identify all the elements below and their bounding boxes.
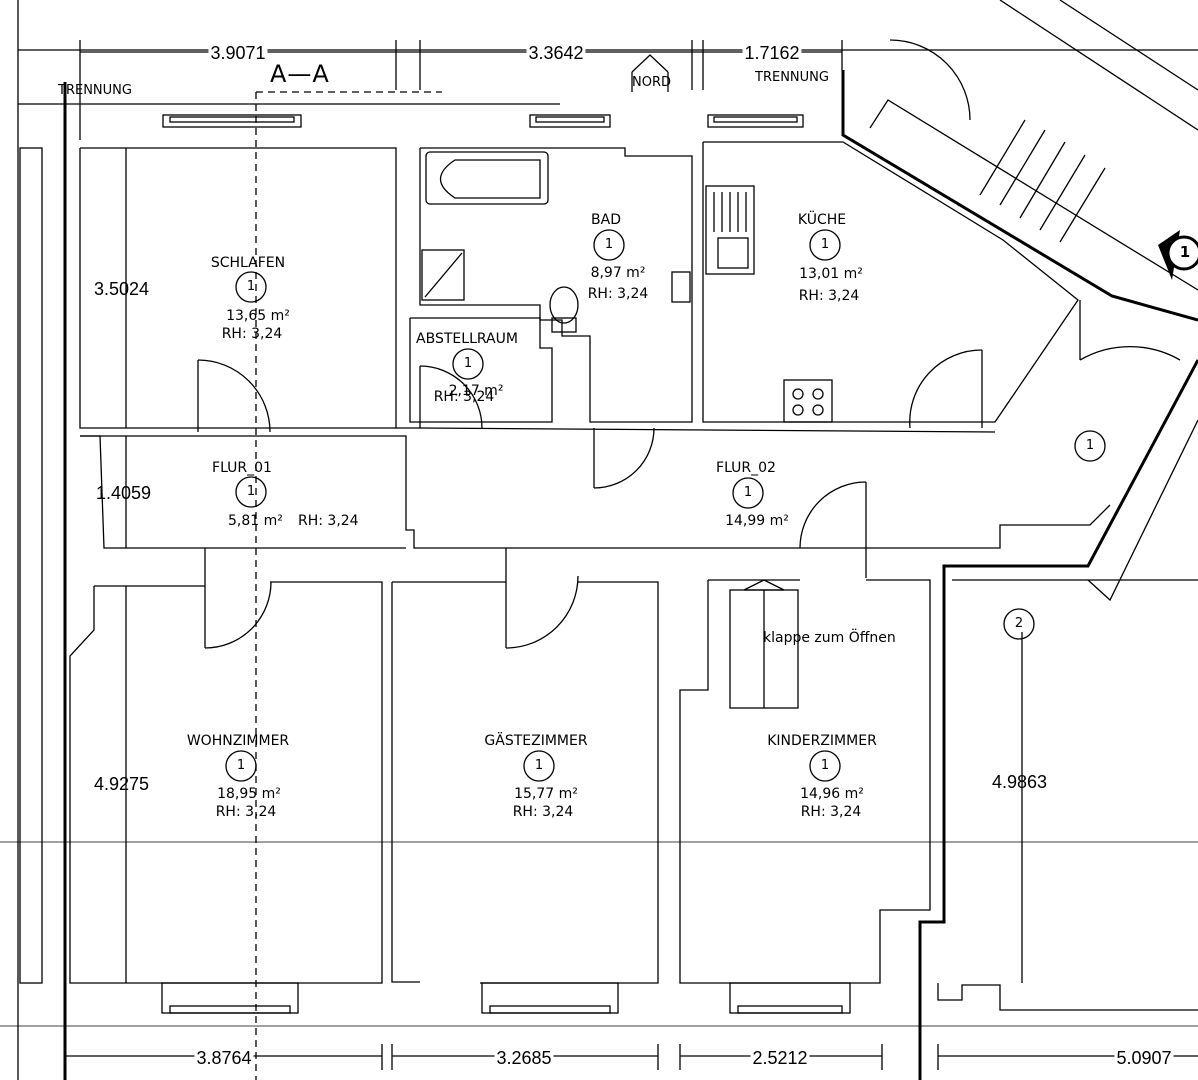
dim-bottom-3: 2.5212 [750,1048,810,1068]
room-kinderzimmer-marker: 1 [820,758,830,773]
room-gaestezimmer-height: RH: 3,24 [512,804,574,820]
right-room-marker: 2 [1014,616,1024,631]
room-schlafen-area: 13,65 m² [226,308,290,324]
room-gaestezimmer-name: GÄSTEZIMMER [484,733,588,749]
room-kueche-name: KÜCHE [797,212,847,228]
section-label: A—A [270,60,330,88]
room-flur01-height: RH: 3,24 [298,513,359,529]
room-abstellraum-height: RH: 3,24 [433,389,495,405]
room-gaestezimmer-area: 15,77 m² [514,786,578,802]
room-wohnzimmer-name: WOHNZIMMER [186,733,290,749]
dim-left-1: 3.5024 [94,279,150,299]
hatch-note: klappe zum Öffnen [763,630,896,646]
room-abstellraum-area: 2,17 m² [448,383,504,399]
dim-right-1: 4.9863 [992,772,1048,792]
room-flur01-area: 5,81 m² [228,513,283,529]
dim-top-3: 1.7162 [742,43,802,63]
room-flur01-name: FLUR_01 [212,460,272,476]
stair-tag-marker: 1 [1179,243,1191,261]
dim-bottom-1: 3.8764 [194,1048,254,1068]
stair-marker: 1 [1085,438,1095,453]
dim-top-2: 3.3642 [526,43,586,63]
room-schlafen-marker: 1 [246,279,256,294]
dim-left-2: 1.4059 [96,483,152,503]
room-wohnzimmer-area: 18,95 m² [217,786,281,802]
room-bad-name: BAD [591,212,621,228]
room-bad-height: RH: 3,24 [587,286,649,302]
room-abstellraum-marker: 1 [463,356,473,371]
room-kinderzimmer-height: RH: 3,24 [800,804,862,820]
room-wohnzimmer-marker: 1 [236,758,246,773]
room-flur01-marker: 1 [246,484,256,499]
dim-top-1: 3.9071 [208,43,268,63]
room-schlafen-name: SCHLAFEN [210,255,286,271]
room-bad-area: 8,97 m² [590,265,646,281]
dim-left-3: 4.9275 [94,774,150,794]
room-kueche-height: RH: 3,24 [798,288,860,304]
room-schlafen-height: RH: 3,24 [221,326,283,342]
room-gaestezimmer-marker: 1 [534,758,544,773]
dim-bottom-4: 5.0907 [1114,1048,1174,1068]
trennung-left-label: TRENNUNG [58,83,132,98]
room-kueche-area: 13,01 m² [799,266,863,282]
room-flur02-area: 14,99 m² [725,513,789,529]
room-abstellraum-name: ABSTELLRAUM [416,331,518,347]
room-flur02-name: FLUR_02 [716,460,776,476]
trennung-right-label: TRENNUNG [755,70,829,85]
room-kueche-marker: 1 [820,237,830,252]
room-flur02-marker: 1 [743,485,753,500]
dim-bottom-2: 3.2685 [494,1048,554,1068]
nord-label: NORD [632,75,671,90]
room-kinderzimmer-area: 14,96 m² [800,786,864,802]
room-bad-marker: 1 [604,237,614,252]
room-wohnzimmer-height: RH: 3,24 [215,804,277,820]
room-kinderzimmer-name: KINDERZIMMER [767,733,877,749]
